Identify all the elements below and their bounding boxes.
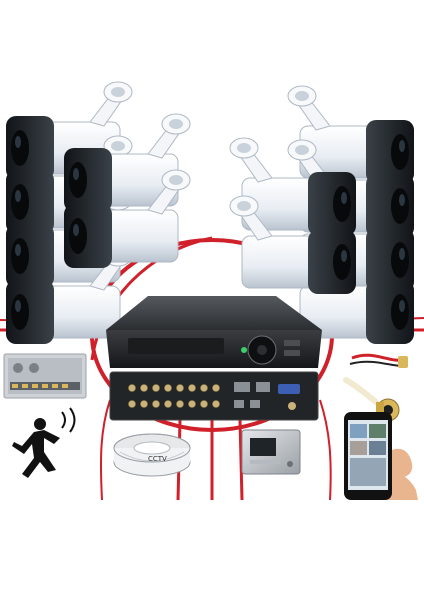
phone-icon [344,412,418,500]
hdd-icon [241,429,301,475]
psu-icon [3,353,87,399]
cable-label: CCTV [148,455,167,463]
dvr-icon [106,296,322,368]
running-man-icon [12,407,76,478]
cable-icon: CCTV [113,433,191,477]
dvr-recorder [109,371,319,421]
